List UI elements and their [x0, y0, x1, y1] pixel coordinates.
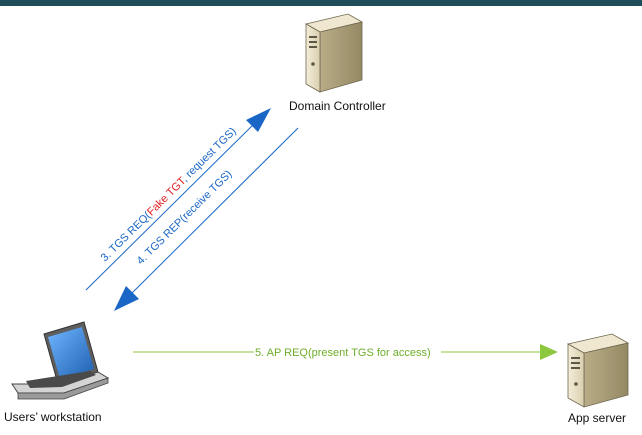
ap-req-label: 5. AP REQ(present TGS for access)	[255, 347, 431, 359]
laptop-icon	[11, 321, 110, 400]
ap-req-arrow	[133, 344, 558, 360]
workstation-label: Users’ workstation	[4, 410, 102, 424]
tgs-rep-arrow	[114, 127, 299, 311]
tgs-req-arrow	[85, 108, 271, 291]
tgs-req-label: 3. TGS REQ(Fake TGT, request TGS)	[99, 125, 239, 264]
app-server-label: App server	[568, 411, 627, 425]
domain-controller-server-icon	[304, 13, 364, 93]
top-banner	[0, 0, 642, 6]
app-server-icon	[566, 333, 630, 408]
domain-controller-label: Domain Controller	[289, 99, 386, 113]
